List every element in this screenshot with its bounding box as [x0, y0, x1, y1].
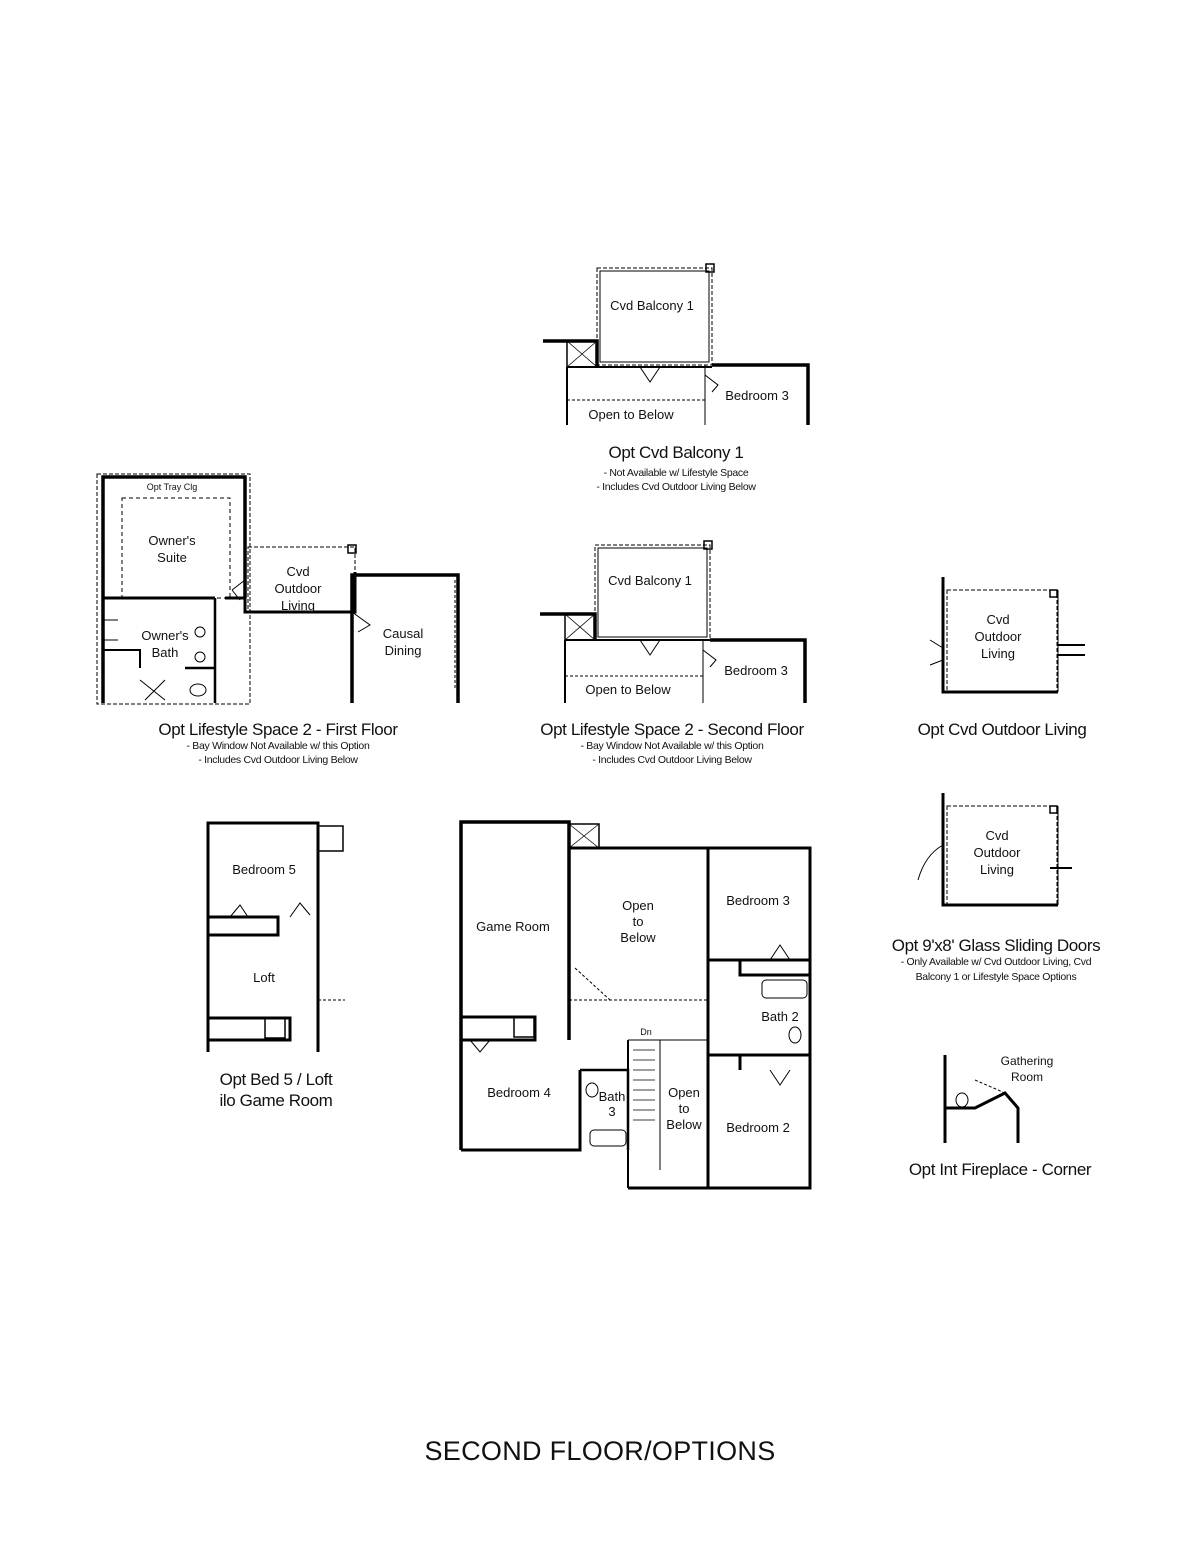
- room-label-open-to-below: to: [678, 1101, 690, 1116]
- room-label-causal-dining: Dining: [384, 643, 422, 658]
- room-label-bedroom-3: Bedroom 3: [726, 893, 790, 908]
- plan-opt-cvd-balcony: [543, 263, 810, 425]
- page-title: SECOND FLOOR/OPTIONS: [424, 1436, 776, 1466]
- plan-lifestyle-second: [540, 540, 807, 703]
- room-label-open-to-below: Below: [620, 930, 656, 945]
- room-label-cvd-outdoor: Living: [981, 646, 1015, 661]
- option-title-glass-doors: Opt 9'x8' Glass Sliding Doors: [891, 936, 1101, 955]
- room-label-cvd-balcony: Cvd Balcony 1: [610, 298, 694, 313]
- option-title-fireplace: Opt Int Fireplace - Corner: [908, 1160, 1092, 1179]
- room-label-open-to-below: Open to Below: [585, 682, 671, 697]
- room-label-cvd-balcony: Cvd Balcony 1: [608, 573, 692, 588]
- room-label-causal-dining: Causal: [382, 626, 424, 641]
- option-title-cvd-outdoor: Opt Cvd Outdoor Living: [917, 720, 1087, 739]
- room-label-cvd-outdoor: Cvd: [986, 612, 1010, 627]
- room-label-bedroom-3: Bedroom 3: [724, 663, 788, 678]
- option-title-bed5-loft: Opt Bed 5 / Loft: [219, 1070, 333, 1089]
- option-note: - Not Available w/ Lifestyle Space: [603, 467, 749, 479]
- plan-fireplace: [943, 1055, 1020, 1143]
- room-label-bedroom-4: Bedroom 4: [487, 1085, 551, 1100]
- option-note: - Includes Cvd Outdoor Living Below: [596, 481, 756, 493]
- room-label-gathering-room: Gathering: [1000, 1054, 1054, 1068]
- option-note: Balcony 1 or Lifestyle Space Options: [915, 971, 1077, 983]
- option-note: - Bay Window Not Available w/ this Optio…: [186, 740, 370, 752]
- option-note: - Includes Cvd Outdoor Living Below: [198, 754, 358, 766]
- plan-bed5-loft: [206, 821, 345, 1052]
- plan-second-floor: [459, 820, 812, 1190]
- room-label-open-to-below: Open: [622, 898, 654, 913]
- option-title-bed5-loft: ilo Game Room: [219, 1091, 333, 1110]
- option-note: - Includes Cvd Outdoor Living Below: [592, 754, 752, 766]
- room-label-bedroom-5: Bedroom 5: [232, 862, 296, 877]
- room-label-cvd-outdoor: Cvd: [286, 564, 310, 579]
- room-label-bedroom-3: Bedroom 3: [725, 388, 789, 403]
- room-label-open-to-below: Open to Below: [588, 407, 674, 422]
- room-label-cvd-outdoor: Outdoor: [274, 581, 322, 596]
- room-label-cvd-outdoor: Living: [281, 598, 315, 613]
- option-title-lifestyle-second: Opt Lifestyle Space 2 - Second Floor: [540, 720, 804, 739]
- room-label-cvd-outdoor: Cvd: [985, 828, 1009, 843]
- room-label-owners-suite: Owner's: [148, 533, 196, 548]
- room-label-cvd-outdoor: Outdoor: [974, 629, 1022, 644]
- room-label-owners-suite: Suite: [157, 550, 187, 565]
- room-label-open-to-below: Open: [668, 1085, 700, 1100]
- room-label-cvd-outdoor: Living: [980, 862, 1014, 877]
- option-title-lifestyle-first: Opt Lifestyle Space 2 - First Floor: [158, 720, 398, 739]
- room-label-bath-2: Bath 2: [761, 1009, 799, 1024]
- plan-cvd-outdoor: [929, 577, 1085, 694]
- room-label-bedroom-2: Bedroom 2: [726, 1120, 790, 1135]
- room-label-game-room: Game Room: [476, 919, 550, 934]
- room-label-bath-3: 3: [608, 1104, 616, 1119]
- option-note: - Bay Window Not Available w/ this Optio…: [580, 740, 764, 752]
- room-label-open-to-below: to: [632, 914, 644, 929]
- room-label-owners-bath: Owner's: [141, 628, 189, 643]
- room-label-bath-3: Bath: [598, 1089, 626, 1104]
- plan-lifestyle-first: [96, 473, 460, 705]
- option-note: - Only Available w/ Cvd Outdoor Living, …: [900, 956, 1092, 968]
- room-label-gathering-room: Room: [1010, 1070, 1044, 1084]
- room-label-open-to-below: Below: [666, 1117, 702, 1132]
- stair-label-down: Dn: [640, 1027, 652, 1037]
- room-label-tray-ceiling: Opt Tray Clg: [146, 482, 198, 492]
- room-label-cvd-outdoor: Outdoor: [973, 845, 1021, 860]
- room-label-loft: Loft: [253, 970, 275, 985]
- option-title-cvd-balcony: Opt Cvd Balcony 1: [608, 443, 744, 462]
- room-label-owners-bath: Bath: [151, 645, 179, 660]
- plan-glass-doors: [917, 793, 1072, 907]
